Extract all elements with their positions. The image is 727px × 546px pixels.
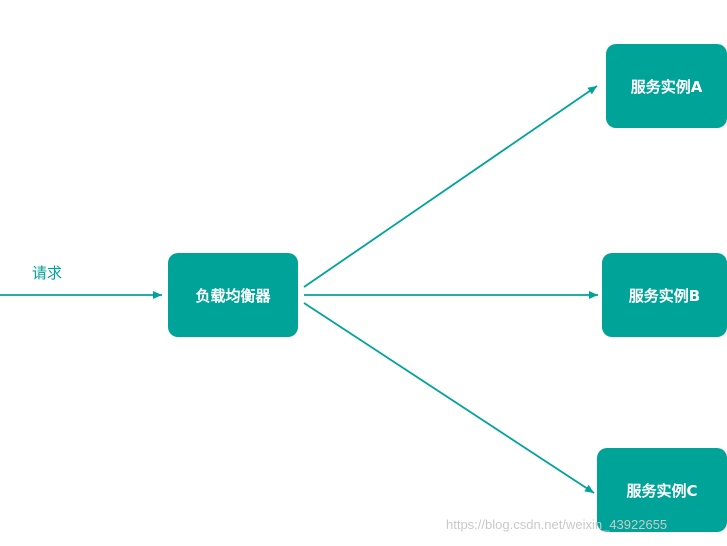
service-instance-a-node: 服务实例A	[606, 44, 727, 128]
arrow-to-instance-c	[303, 302, 595, 494]
service-instance-b-label: 服务实例B	[628, 286, 701, 305]
load-balancer-node: 负载均衡器	[168, 253, 298, 337]
service-instance-c-node: 服务实例C	[597, 448, 727, 532]
arrow-to-instance-a	[303, 85, 598, 288]
watermark-url: https://blog.csdn.net/weixin_43922655	[446, 517, 668, 532]
service-instance-b-node: 服务实例B	[602, 253, 727, 337]
load-balancer-label: 负载均衡器	[195, 286, 271, 305]
request-label: 请求	[32, 264, 63, 282]
service-instance-a-label: 服务实例A	[630, 77, 703, 96]
service-instance-c-label: 服务实例C	[626, 481, 698, 500]
